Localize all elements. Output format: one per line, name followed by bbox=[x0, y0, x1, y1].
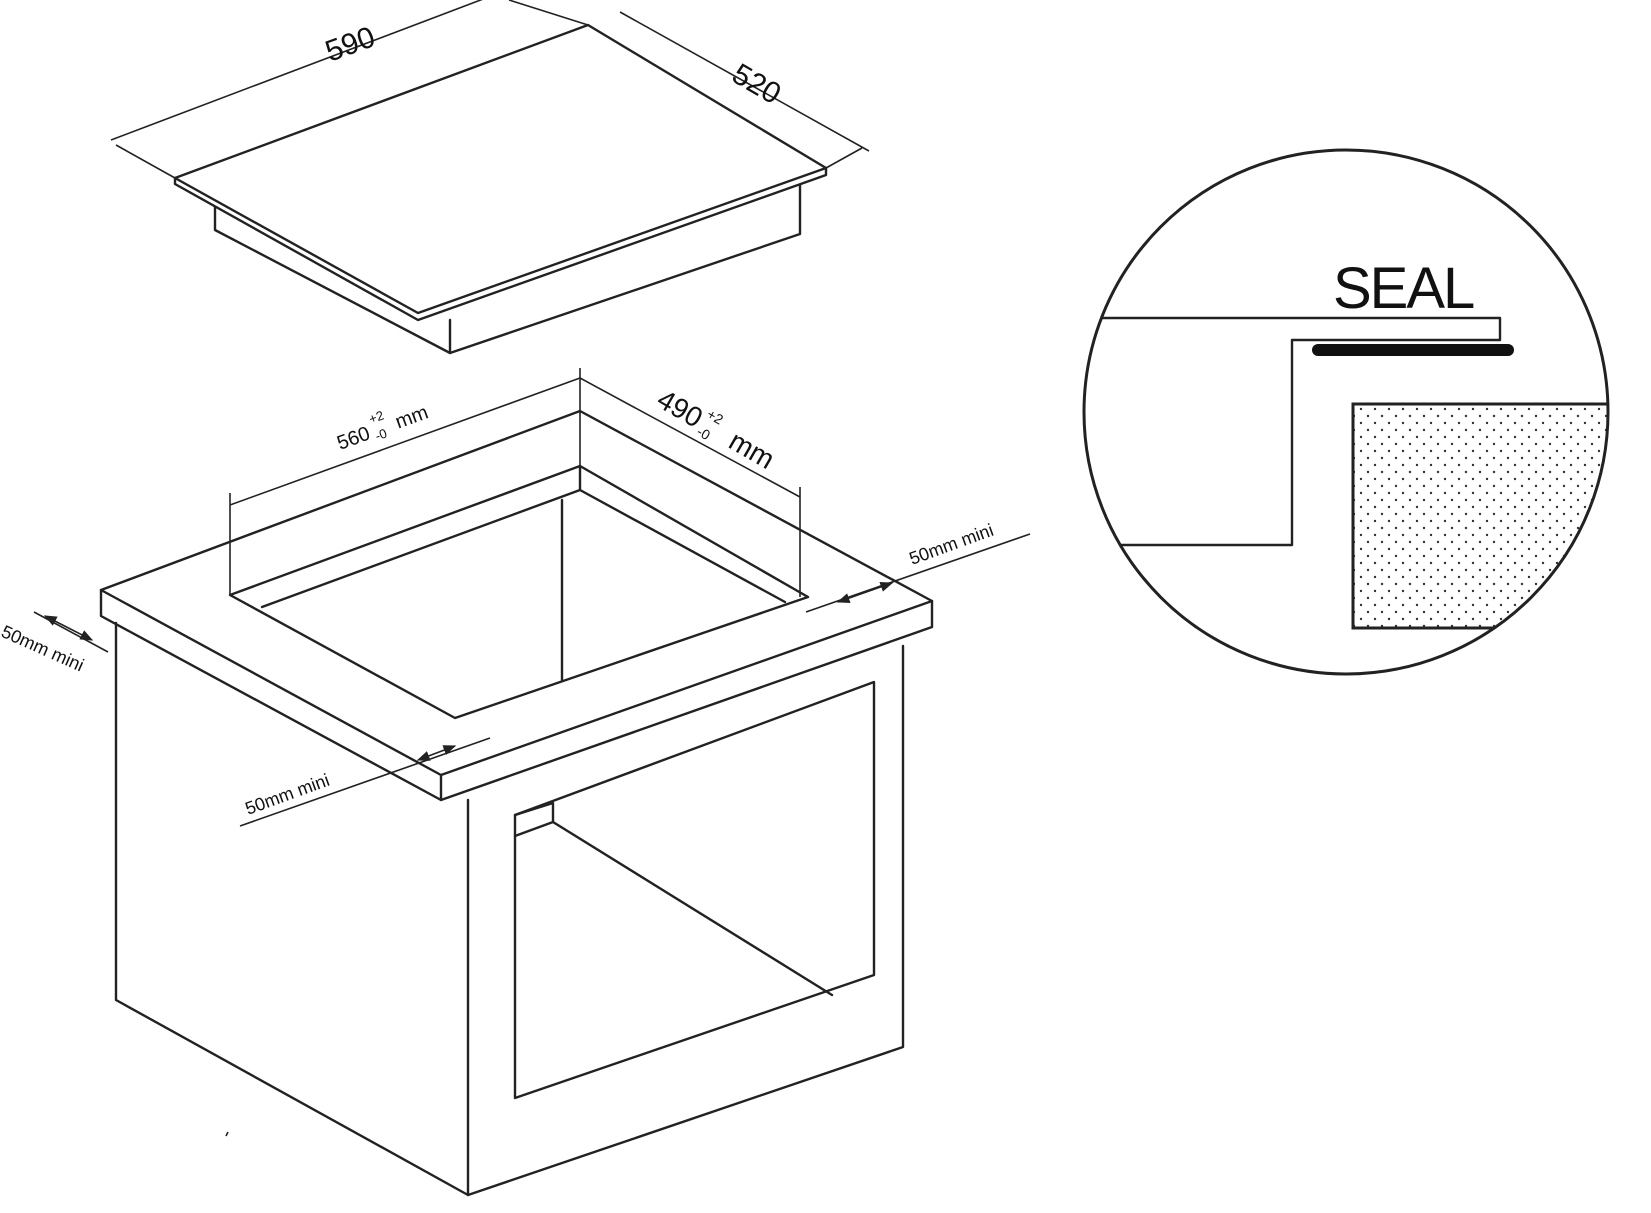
hob-width-dimension bbox=[110, 0, 589, 179]
front-clearance-label: 50mm mini bbox=[243, 770, 333, 819]
left-clearance-dimension bbox=[33, 611, 109, 653]
seal-detail: SEAL bbox=[1082, 148, 1610, 676]
hob-depth-dimension bbox=[619, 11, 870, 169]
front-clearance-dimension bbox=[239, 737, 491, 827]
stray-mark bbox=[225, 1131, 229, 1137]
seal-label: SEAL bbox=[1333, 256, 1474, 321]
cutout-depth-dimension bbox=[579, 377, 801, 597]
right-clearance-dimension bbox=[805, 533, 1031, 613]
cutout-opening bbox=[228, 464, 810, 720]
svg-text:-0: -0 bbox=[694, 423, 713, 443]
svg-text:+2: +2 bbox=[367, 407, 386, 426]
hob-appliance bbox=[173, 23, 828, 355]
cutout-width-label: 560 +2 -0 mm bbox=[334, 401, 431, 455]
svg-text:+2: +2 bbox=[704, 406, 726, 428]
svg-text:560: 560 bbox=[334, 423, 373, 455]
hob-depth-label: 520 bbox=[727, 57, 787, 111]
left-clearance-label: 50mm mini bbox=[0, 621, 87, 675]
detail-circle bbox=[1082, 148, 1610, 676]
cutout-depth-label: 490 +2 -0 mm bbox=[652, 383, 780, 475]
cabinet bbox=[114, 621, 905, 1197]
cutout-width-dimension bbox=[229, 368, 581, 595]
svg-text:-0: -0 bbox=[373, 426, 389, 444]
worktop bbox=[99, 409, 934, 802]
svg-text:mm: mm bbox=[724, 425, 780, 475]
hob-width-label: 590 bbox=[321, 20, 379, 68]
svg-text:mm: mm bbox=[392, 401, 431, 433]
